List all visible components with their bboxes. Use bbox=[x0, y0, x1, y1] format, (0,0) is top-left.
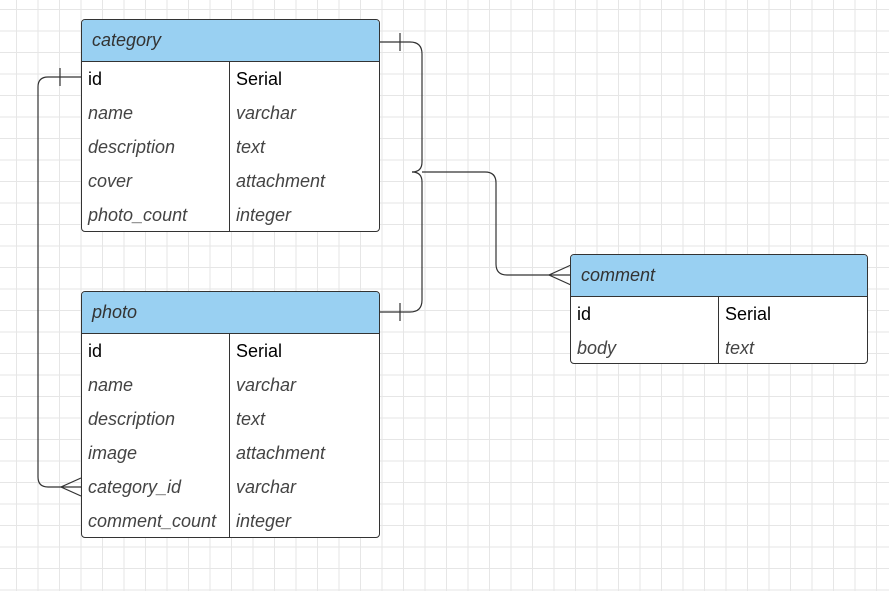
field-row-photo-name: name varchar bbox=[82, 368, 379, 402]
field-type: Serial bbox=[725, 303, 772, 324]
field-type: varchar bbox=[236, 102, 297, 123]
field-row-category-id: id Serial bbox=[82, 62, 379, 96]
field-name: body bbox=[571, 331, 719, 363]
field-name: description bbox=[82, 402, 230, 436]
field-row-photo-description: description text bbox=[82, 402, 379, 436]
field-row-photo-category-id: category_id varchar bbox=[82, 470, 379, 504]
field-type: text bbox=[725, 337, 755, 358]
field-name: name bbox=[82, 96, 230, 130]
field-name: id bbox=[82, 334, 230, 368]
entity-header-photo: photo bbox=[82, 292, 379, 334]
entity-comment[interactable]: comment id Serial body text bbox=[570, 254, 868, 364]
field-name: image bbox=[82, 436, 230, 470]
field-name: photo_count bbox=[82, 198, 230, 231]
connector-photo-comment[interactable] bbox=[380, 171, 423, 313]
field-type: varchar bbox=[236, 476, 297, 497]
crowsfoot-photo-category bbox=[59, 477, 82, 497]
field-row-photo-comment-count: comment_count integer bbox=[82, 504, 379, 537]
field-type: attachment bbox=[236, 442, 326, 463]
field-row-category-description: description text bbox=[82, 130, 379, 164]
field-name: name bbox=[82, 368, 230, 402]
field-name: id bbox=[571, 297, 719, 331]
field-row-category-photo-count: photo_count integer bbox=[82, 198, 379, 231]
connector-category-comment[interactable] bbox=[380, 41, 423, 173]
entity-photo[interactable]: photo id Serial name varchar description… bbox=[81, 291, 380, 538]
field-type: integer bbox=[236, 204, 292, 225]
field-type: integer bbox=[236, 510, 292, 531]
field-name: id bbox=[82, 62, 230, 96]
entity-header-comment: comment bbox=[571, 255, 867, 297]
field-type: Serial bbox=[236, 340, 283, 361]
entity-category[interactable]: category id Serial name varchar descript… bbox=[81, 19, 380, 232]
entity-header-category: category bbox=[82, 20, 379, 62]
field-row-photo-id: id Serial bbox=[82, 334, 379, 368]
connector-category-photo[interactable] bbox=[37, 76, 81, 488]
connector-junction-comment bbox=[422, 171, 571, 276]
field-name: cover bbox=[82, 164, 230, 198]
field-row-category-cover: cover attachment bbox=[82, 164, 379, 198]
field-type: varchar bbox=[236, 374, 297, 395]
crowsfoot-comment bbox=[547, 264, 572, 286]
field-type: text bbox=[236, 136, 266, 157]
field-name: description bbox=[82, 130, 230, 164]
field-row-photo-image: image attachment bbox=[82, 436, 379, 470]
field-name: comment_count bbox=[82, 504, 230, 537]
field-type: attachment bbox=[236, 170, 326, 191]
field-type: text bbox=[236, 408, 266, 429]
field-row-comment-body: body text bbox=[571, 331, 867, 363]
field-row-comment-id: id Serial bbox=[571, 297, 867, 331]
field-row-category-name: name varchar bbox=[82, 96, 379, 130]
field-name: category_id bbox=[82, 470, 230, 504]
field-type: Serial bbox=[236, 68, 283, 89]
